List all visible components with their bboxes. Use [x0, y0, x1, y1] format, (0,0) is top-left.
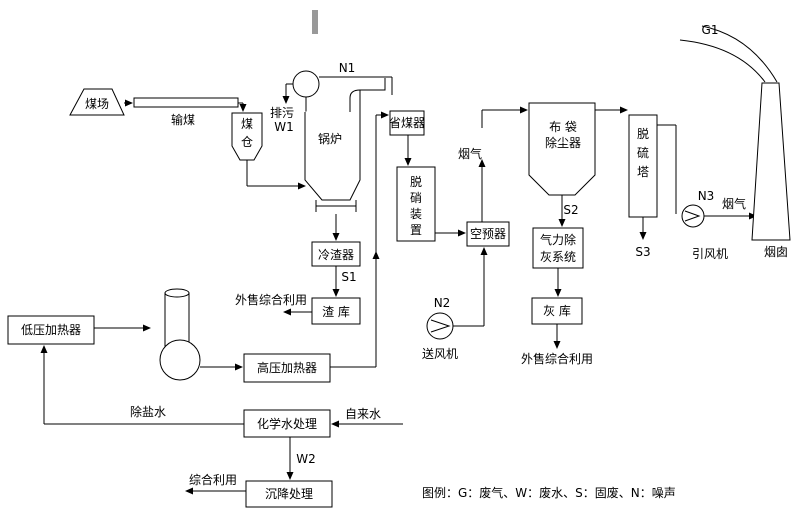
induced-fan-blade — [684, 210, 701, 222]
coal-yard-shape — [69, 88, 125, 116]
g1-label: G1 — [702, 23, 719, 37]
n3-label: N3 — [698, 189, 715, 203]
slag-cooler-label: 冷渣器 — [318, 248, 354, 262]
denitration-box — [396, 166, 436, 242]
slag-bin-label: 渣 库 — [322, 304, 350, 319]
forced-fan-blade — [430, 319, 451, 333]
air-preheater-box — [466, 221, 510, 247]
coal-yard-label: 煤场 — [85, 97, 109, 111]
deaerator-tank — [159, 339, 201, 381]
boiler-label: 锅炉 — [318, 131, 342, 146]
desulfurization-label-3: 塔 — [637, 165, 649, 179]
desulfurization-label-1: 脱 — [637, 126, 649, 141]
bag-filter-shape — [528, 102, 596, 196]
coal-bin-shape — [231, 112, 263, 161]
air-preheater-label: 空预器 — [470, 227, 506, 241]
economizer-box — [389, 110, 425, 136]
economizer-label: 省煤器 — [389, 116, 425, 130]
sold-reuse-1-label: 外售综合利用 — [235, 292, 307, 307]
hp-heater-label: 高压加热器 — [257, 360, 317, 375]
n2-label: N2 — [434, 296, 451, 310]
induced-fan-icon — [681, 204, 705, 228]
induced-fan-label: 引风机 — [692, 247, 728, 261]
discharge-label: 排污 — [270, 106, 294, 120]
smoke-line-1 — [679, 39, 766, 83]
denitration-label-4: 置 — [410, 223, 422, 237]
pneumatic-ash-label-2: 灰系统 — [540, 250, 576, 264]
w2-label: W2 — [296, 452, 316, 466]
desulfurization-label-2: 硫 — [637, 145, 649, 160]
denitration-label-2: 硝 — [410, 191, 422, 205]
forced-fan-label: 送风机 — [422, 346, 458, 361]
flue-gas-label-2: 烟气 — [722, 196, 746, 211]
chem-water-label: 化学水处理 — [257, 416, 317, 431]
desalted-water-label: 除盐水 — [130, 404, 166, 419]
sedimentation-box — [245, 480, 333, 508]
boiler-outline — [304, 78, 386, 201]
n1-label: N1 — [339, 61, 356, 75]
coal-transport-label: 输煤 — [171, 112, 195, 127]
ash-bin-label: 灰 库 — [543, 303, 571, 318]
bag-filter-label-1: 布 袋 — [549, 120, 577, 134]
w1-label: W1 — [274, 120, 294, 134]
denitration-label-1: 脱 — [410, 174, 422, 189]
pneumatic-ash-box — [532, 227, 584, 269]
coal-bin-label-1: 煤 — [241, 117, 253, 131]
reuse-label: 综合利用 — [189, 472, 237, 487]
chimney-label: 烟囱 — [764, 245, 788, 259]
bag-filter-label-2: 除尘器 — [545, 135, 581, 150]
chem-water-box — [243, 409, 331, 438]
s1-label: S1 — [341, 270, 356, 284]
legend-text: 图例：G：废气、W：废水、S：固废、N：噪声 — [422, 485, 676, 500]
deaerator-top — [164, 288, 190, 298]
conveyor-belt — [133, 97, 239, 108]
denitration-label-3: 装 — [410, 207, 422, 221]
ash-bin-box — [531, 297, 583, 325]
sedimentation-label: 沉降处理 — [265, 487, 313, 501]
boiler-inner-wall — [349, 89, 361, 112]
sold-reuse-2-label: 外售综合利用 — [521, 351, 593, 366]
hp-heater-box — [243, 353, 331, 383]
tap-water-label: 自来水 — [345, 407, 381, 421]
steam-drum — [292, 70, 320, 98]
s2-label: S2 — [563, 203, 578, 217]
chimney-shape — [751, 82, 791, 241]
lp-heater-box — [7, 315, 95, 345]
grey-marker — [312, 10, 318, 34]
pneumatic-ash-label-1: 气力除 — [540, 232, 576, 247]
flue-gas-label-1: 烟气 — [458, 146, 482, 161]
s3-label: S3 — [635, 245, 650, 259]
smoke-line-2 — [701, 25, 778, 83]
coal-bin-label-2: 仓 — [241, 135, 253, 149]
lp-heater-label: 低压加热器 — [21, 323, 81, 337]
slag-bin-box — [311, 297, 361, 325]
